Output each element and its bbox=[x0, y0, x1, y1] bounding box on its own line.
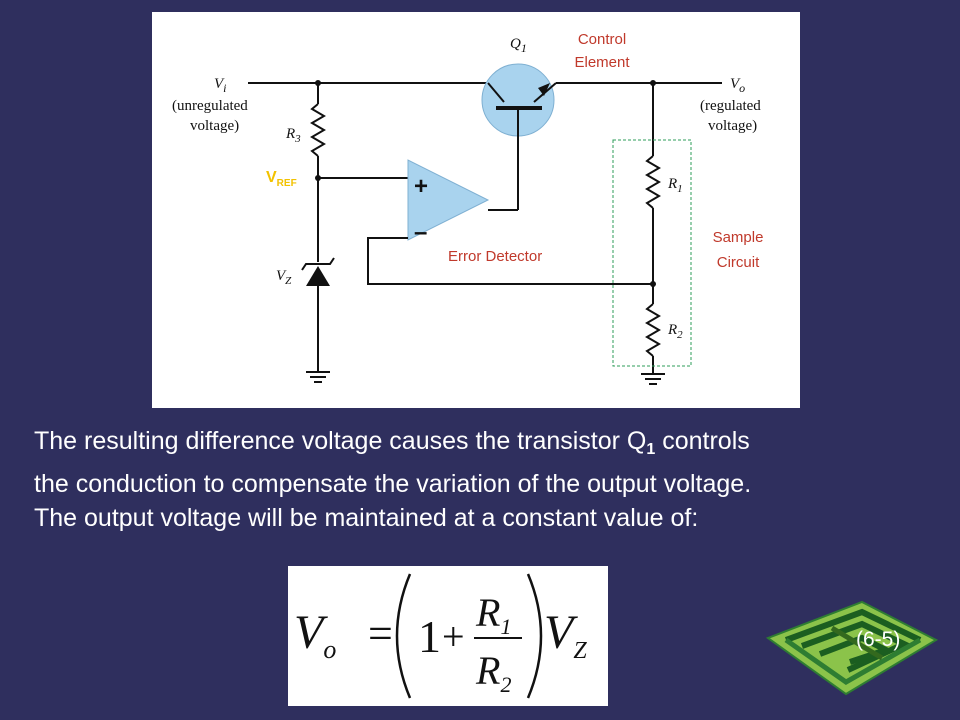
vo-desc-line1: (regulated bbox=[700, 98, 761, 114]
ground-right bbox=[641, 373, 665, 385]
vo-label: Vo bbox=[730, 76, 745, 95]
vo-desc-line2: voltage) bbox=[708, 118, 757, 134]
maze-logo bbox=[762, 598, 942, 703]
resistor-r3 bbox=[310, 103, 326, 157]
formula-vz: VZ bbox=[544, 606, 587, 664]
formula-denominator: R2 bbox=[475, 648, 511, 697]
sample-circuit-box bbox=[612, 139, 692, 367]
circuit-diagram: Vi (unregulated voltage) Vo (regulated v… bbox=[152, 12, 800, 408]
zener-diode bbox=[301, 257, 335, 286]
formula-equals: = bbox=[368, 609, 393, 658]
opamp-minus-sign: – bbox=[414, 219, 427, 246]
resistor-r2 bbox=[645, 303, 661, 357]
vi-label: Vi bbox=[214, 76, 227, 95]
feedback-wire bbox=[367, 237, 653, 285]
vz-label: VZ bbox=[276, 268, 292, 287]
formula-right-paren bbox=[526, 573, 543, 699]
control-element-line1: Control bbox=[578, 31, 626, 48]
control-element-line2: Element bbox=[574, 54, 630, 71]
sample-circuit-line2: Circuit bbox=[717, 254, 760, 271]
q1-label: Q1 bbox=[510, 36, 527, 55]
r3-label: R3 bbox=[285, 126, 301, 145]
formula-vo: Vo bbox=[294, 606, 336, 664]
formula-one: 1 bbox=[418, 611, 441, 662]
resistor-r1 bbox=[645, 155, 661, 209]
description-text: The resulting difference voltage causes … bbox=[34, 427, 752, 532]
error-detector-opamp bbox=[407, 159, 518, 241]
formula-left-paren bbox=[395, 573, 412, 699]
r2-label: R2 bbox=[667, 322, 683, 341]
sample-circuit-line1: Sample bbox=[713, 229, 764, 246]
r1-label: R1 bbox=[667, 176, 683, 195]
vref-label: VREF bbox=[266, 169, 297, 189]
output-voltage-formula: Vo = 1 + R1 R2 VZ bbox=[288, 566, 608, 706]
slide-number: (6-5) bbox=[856, 628, 901, 651]
ground-left bbox=[306, 371, 330, 383]
formula-numerator: R1 bbox=[475, 590, 511, 639]
opamp-plus-sign: + bbox=[414, 173, 428, 200]
transistor-q1 bbox=[481, 63, 557, 210]
formula-plus: + bbox=[442, 614, 465, 659]
error-detector-label: Error Detector bbox=[448, 248, 542, 265]
vi-desc-line1: (unregulated bbox=[172, 98, 248, 114]
vi-desc-line2: voltage) bbox=[190, 118, 239, 134]
